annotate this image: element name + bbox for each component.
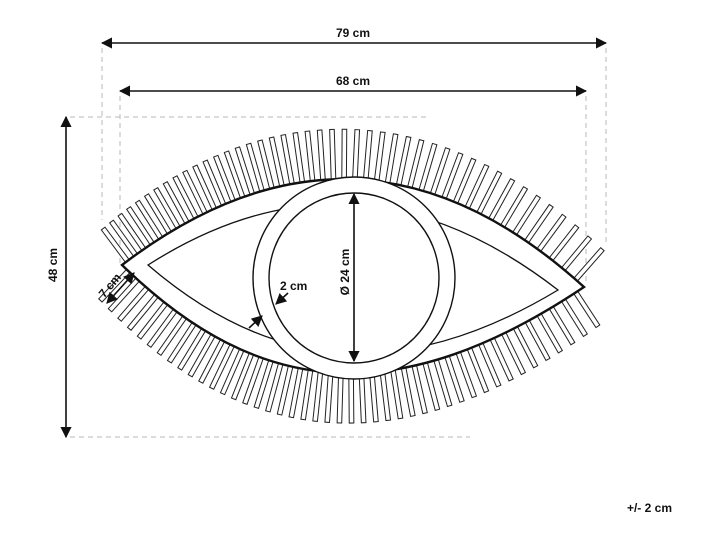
- tolerance-note: +/- 2 cm: [626, 501, 672, 515]
- rattan-stick: [292, 131, 306, 190]
- dimension-lines: [60, 37, 608, 439]
- height-label: 48 cm: [46, 248, 60, 282]
- rattan-stick: [383, 133, 399, 190]
- overall-width-label: 79 cm: [336, 26, 370, 40]
- mirror-border-arrow-top: [275, 292, 289, 305]
- rattan-stick: [329, 128, 337, 186]
- frame-band-line: [106, 272, 135, 304]
- mirror-diameter-label: Ø 24 cm: [338, 249, 352, 296]
- frame-width-label: 68 cm: [336, 74, 370, 88]
- guide-lines: [70, 48, 607, 438]
- rattan-stick: [316, 129, 327, 187]
- mirror-border-arrow-bottom: [248, 315, 263, 329]
- rattan-stick: [304, 130, 317, 188]
- rattan-stick: [300, 363, 315, 421]
- rattan-sticks: [98, 128, 605, 424]
- mirror-border-label: 2 cm: [280, 279, 307, 293]
